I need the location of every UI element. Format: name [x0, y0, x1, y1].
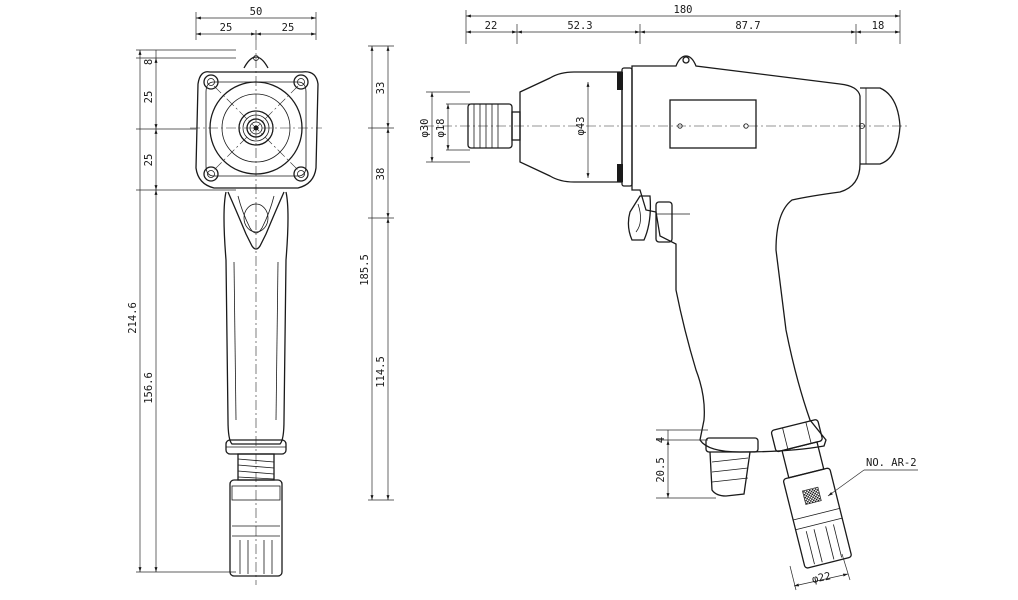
- dim-label: 38: [375, 168, 387, 181]
- dim-label: 114.5: [375, 356, 387, 388]
- dim-label: 25: [143, 154, 155, 167]
- exhaust-thread: [705, 437, 759, 497]
- dim-label: 87.7: [735, 20, 760, 32]
- dim-label: 25: [282, 22, 295, 34]
- dim-label: φ43: [575, 117, 587, 136]
- part-callout: NO. AR-2: [827, 457, 918, 497]
- socket-chuck: [467, 103, 521, 149]
- dim-width-50: 50 25 25: [195, 6, 317, 40]
- dim-label: 33: [375, 82, 387, 95]
- side-view: 180 22 52.3 87.7 18 φ30 φ18 φ43: [419, 4, 918, 591]
- dim-label: 52.3: [567, 20, 592, 32]
- dim-diameters: φ30 φ18 φ43: [419, 82, 590, 178]
- dim-middle-verticals: 33 38 185.5 114.5: [359, 45, 394, 501]
- dim-label: 180: [674, 4, 693, 16]
- bolt: [203, 74, 309, 182]
- dim-label: φ30: [419, 119, 431, 138]
- dim-label: 25: [220, 22, 233, 34]
- front-view: 50 25 25 8 25 25 214.6 156.6: [127, 6, 322, 585]
- dim-label: 214.6: [127, 302, 139, 334]
- dim-left-verticals: 8 25 25 214.6 156.6: [127, 49, 236, 573]
- dim-dia-22: φ22: [789, 553, 851, 591]
- dim-label: φ18: [435, 119, 447, 138]
- air-coupler: [770, 419, 852, 569]
- part-number-label: NO. AR-2: [866, 457, 917, 469]
- dim-label: 185.5: [359, 254, 371, 286]
- dim-label: 22: [485, 20, 498, 32]
- dim-label: 20.5: [655, 457, 667, 482]
- dim-label: 8: [143, 59, 155, 65]
- dim-label: 25: [143, 91, 155, 104]
- dim-exhaust-heights: 4 20.5: [655, 429, 716, 499]
- trigger: [627, 195, 690, 243]
- dim-label: φ22: [811, 570, 832, 586]
- dim-label: 50: [250, 6, 263, 18]
- dim-label: 18: [872, 20, 885, 32]
- dim-label: 156.6: [143, 372, 155, 404]
- dim-label: 4: [655, 437, 667, 443]
- dim-lengths: 180 22 52.3 87.7 18: [465, 4, 901, 44]
